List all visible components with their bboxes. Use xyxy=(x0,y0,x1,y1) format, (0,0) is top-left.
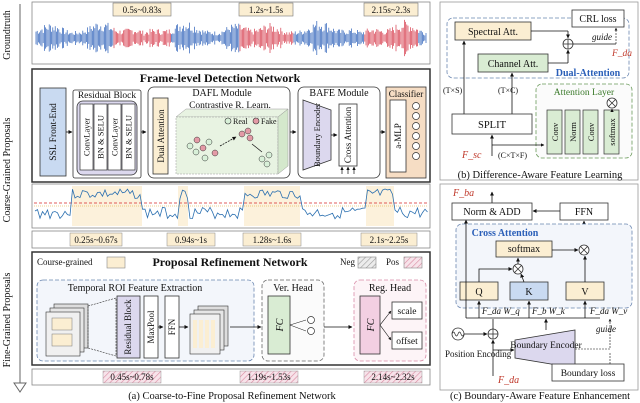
roi-ffn: FFN xyxy=(167,318,177,335)
resblock-conv-2: ConvLayer xyxy=(110,118,120,156)
classifier-title: Classifier xyxy=(389,89,424,99)
ssl-front-end-block xyxy=(39,87,67,177)
dafl-module-title: DAFL Module xyxy=(192,88,252,99)
frame-score-plot xyxy=(31,183,431,229)
proposal-refinement-network: Course-grained Proposal Refinement Netwo… xyxy=(31,251,431,366)
q-block: Q xyxy=(475,287,483,298)
fine-segment-2: 1.19s~1.53s xyxy=(247,372,291,382)
f-da-b: F_da xyxy=(611,49,632,59)
v-block: V xyxy=(581,287,589,298)
legend-coarse-grained: Course-grained xyxy=(37,257,93,267)
fine-segments: 0.45s~0.78s 1.19s~1.53s 2.14s~2.32s xyxy=(31,368,431,386)
fbwk: F_b W_k xyxy=(531,306,566,316)
fine-segment-1: 0.45s~0.78s xyxy=(110,372,154,382)
fdawq: F_da W_q xyxy=(481,306,520,316)
k-block: K xyxy=(525,287,533,298)
coarse-segment-2: 0.94s~1s xyxy=(175,235,208,245)
score-curve xyxy=(34,188,428,220)
roi-output-features xyxy=(189,305,229,355)
side-labels: Groundtruth Coarse-Grained Proposals Fin… xyxy=(2,4,27,393)
panel-b-difference-aware: Spectral Att. CRL loss guide F_da Channe… xyxy=(439,1,639,181)
reg-head-fc: FC xyxy=(366,318,377,332)
fine-segment-3: 2.14s~2.32s xyxy=(371,372,415,382)
reg-head-scale: scale xyxy=(398,307,417,317)
position-encoding-1: Position Encoding xyxy=(445,349,512,359)
ffn-c: FFN xyxy=(575,207,593,218)
coarse-segment-4: 2.1s~2.25s xyxy=(370,235,409,245)
bafe-cross-attention: Cross Attention xyxy=(343,106,353,163)
boundary-loss: Boundary loss xyxy=(561,369,616,379)
crl-loss: CRL loss xyxy=(579,14,616,25)
refine-title: Proposal Refinement Network xyxy=(152,255,307,269)
att-conv-2: Conv xyxy=(586,122,596,141)
dafl-dual-attention: Dual Attention xyxy=(156,109,166,163)
resblock-conv-1: ConvLayer xyxy=(82,118,92,156)
coarse-segments: 0.25s~0.67s 0.94s~1s 1.28s~1.6s 2.1s~2.2… xyxy=(31,230,431,249)
attention-layer-title: Attention Layer xyxy=(554,88,615,98)
legend-fake: Fake xyxy=(261,117,277,126)
fdawv: F_da W_v xyxy=(589,306,627,316)
softmax-c: softmax xyxy=(508,244,540,255)
att-softmax: softmax xyxy=(607,118,617,146)
att-conv-1: Conv xyxy=(550,122,560,141)
spectral-att: Spectral Att. xyxy=(468,27,518,38)
split-block: SPLIT xyxy=(478,120,507,131)
ver-head-fc: FC xyxy=(275,318,286,332)
caption-c: (c) Boundary-Aware Feature Enhancement xyxy=(450,391,630,402)
dual-attention-label: Dual-Attention xyxy=(556,68,621,79)
norm-add: Norm & ADD xyxy=(463,207,520,218)
dim-ts: (T×S) xyxy=(443,86,463,95)
f-ba: F_ba xyxy=(452,188,474,199)
classifier-amlp: a-MLP xyxy=(393,123,403,149)
audio-waveform xyxy=(35,19,427,57)
legend-neg: Neg xyxy=(340,257,355,267)
frame-net-title: Frame-level Detection Network xyxy=(140,71,301,85)
att-norm: Norm xyxy=(568,122,578,142)
panel-c-boundary-aware: F_ba Norm & ADD FFN Cross Attention soft… xyxy=(439,183,639,391)
boundary-encoder-c-text: Boundary Encoder xyxy=(510,341,582,351)
roi-feature-stack xyxy=(45,303,89,357)
caption-b: (b) Difference-Aware Feature Learning xyxy=(458,170,623,181)
cross-attention-title: Cross Attention xyxy=(472,228,539,239)
boundary-encoder-c: Boundary Encoder xyxy=(510,341,582,351)
roi-maxpool: MaxPool xyxy=(146,310,156,344)
f-da-c: F_da xyxy=(497,375,519,386)
gt-segment-2-label: 1.2s~1.5s xyxy=(249,5,284,15)
bafe-module-title: BAFE Module xyxy=(309,88,369,99)
legend-pos: Pos xyxy=(386,257,400,267)
caption-a: (a) Coarse-to-Fine Proposal Refinement N… xyxy=(128,391,336,402)
groundtruth-panel: 0.5s~0.83s 1.2s~1.5s 2.15s~2.3s xyxy=(31,1,431,65)
resblock-bn-1: BN & SELU xyxy=(96,115,106,159)
guide-label-c: guide xyxy=(596,324,616,334)
gt-segment-3-label: 2.15s~2.3s xyxy=(372,5,411,15)
ver-head-title: Ver. Head xyxy=(273,283,312,294)
gt-segment-1 xyxy=(112,2,172,17)
coarse-segment-1: 0.25s~0.67s xyxy=(74,235,118,245)
guide-label-b: guide xyxy=(592,32,612,42)
dim-tc: (T×C) xyxy=(498,86,518,95)
roi-residual-block: Residual Block xyxy=(123,299,133,355)
reg-head-offset: offset xyxy=(396,336,418,347)
reg-head-title: Reg. Head xyxy=(369,283,411,294)
f-sc: F_sc xyxy=(461,150,482,161)
legend-real: Real xyxy=(233,117,248,126)
dim-ctf: (C×T×F) xyxy=(498,151,527,160)
gt-segment-3 xyxy=(363,2,419,17)
gt-segment-1-label: 0.5s~0.83s xyxy=(123,5,162,15)
channel-att: Channel Att. xyxy=(488,59,539,70)
gt-segment-2 xyxy=(238,2,294,17)
frame-detection-network: Frame-level Detection Network SSL Front-… xyxy=(31,68,431,183)
residual-block-title: Residual Block xyxy=(78,91,137,101)
side-label-groundtruth: Groundtruth xyxy=(2,10,13,59)
contrastive-label: Contrastive R. Learn. xyxy=(189,101,271,111)
side-label-coarse: Coarse-Grained Proposals xyxy=(2,118,13,223)
ssl-front-end-label: SSL Front-End xyxy=(49,103,59,161)
embedding-clusters xyxy=(186,127,273,168)
side-label-fine: Fine-Grained Proposals xyxy=(2,273,13,368)
bafe-boundary-encoder: Boundary Encoder xyxy=(312,103,322,167)
resblock-bn-2: BN & SELU xyxy=(124,115,134,159)
roi-extraction-title: Temporal ROI Feature Extraction xyxy=(68,283,203,294)
coarse-segment-3: 1.28s~1.6s xyxy=(253,235,292,245)
